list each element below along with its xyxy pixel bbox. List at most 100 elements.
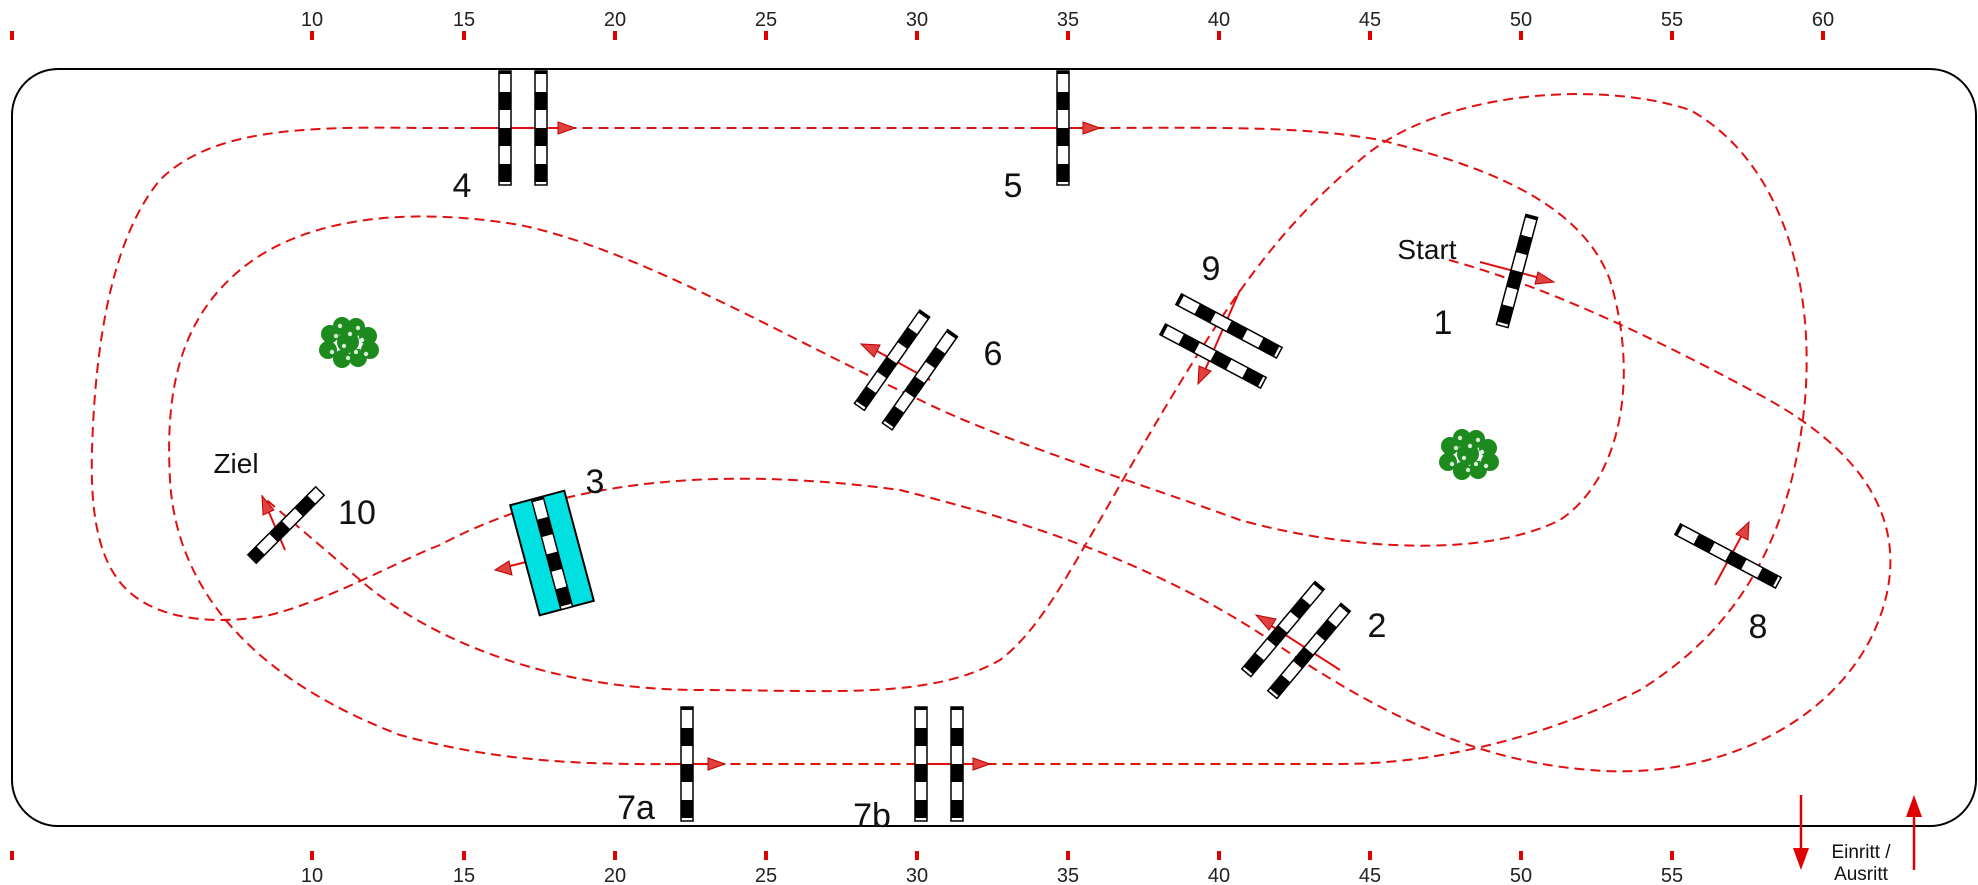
arrow-head: [493, 560, 513, 576]
ruler-tick: [1368, 31, 1372, 40]
down-arrow-icon: [1793, 848, 1809, 870]
arrow-head: [1735, 520, 1750, 541]
obstacle-3-water-jump: [508, 489, 596, 617]
entry-exit-label-line1: Einritt /: [1831, 842, 1891, 863]
obstacle-7a: [680, 706, 694, 822]
obstacle-number-7a: 7a: [617, 789, 655, 827]
obstacle-number-10: 10: [338, 494, 376, 532]
ruler-label: 45: [1359, 9, 1381, 31]
obstacle-number-2: 2: [1368, 607, 1387, 645]
obstacle-number-4: 4: [453, 167, 472, 205]
ruler-label: 40: [1208, 9, 1230, 31]
ruler-label: 30: [906, 9, 928, 31]
entry-exit-label-line2: Ausritt: [1834, 864, 1889, 885]
ruler-label: 25: [755, 9, 777, 31]
obstacle-number-1: 1: [1434, 304, 1453, 342]
arrow-head: [707, 757, 727, 771]
up-arrow-icon: [1906, 795, 1922, 817]
arrow-head: [859, 343, 881, 358]
bush-icon: [319, 317, 379, 368]
ruler-label: 40: [1208, 865, 1230, 885]
ruler-label: 60: [1812, 9, 1834, 31]
arrow-head: [1254, 614, 1277, 631]
jump-pole: [950, 706, 964, 822]
ruler-tick: [1519, 851, 1523, 860]
obstacle-number-9: 9: [1202, 250, 1221, 288]
arena-border: [11, 68, 1977, 827]
obstacle-number-6: 6: [984, 335, 1003, 373]
ruler-tick: [10, 851, 14, 860]
obstacle-number-3: 3: [586, 463, 605, 501]
ruler-label: 15: [453, 9, 475, 31]
course-track: [90, 93, 1892, 773]
ruler-label: 50: [1510, 9, 1532, 31]
ruler-tick: [1368, 851, 1372, 860]
ruler-label: 20: [604, 9, 626, 31]
jump-pole: [498, 70, 512, 186]
arrow-head: [557, 121, 577, 135]
jump-pole: [1056, 70, 1070, 186]
ruler-label: 55: [1661, 9, 1683, 31]
ruler-tick: [1066, 851, 1070, 860]
ruler-tick: [10, 31, 14, 40]
obstacle-6: [853, 309, 959, 431]
bush-icon: [1439, 429, 1499, 480]
ruler-label: 10: [301, 9, 323, 31]
ruler-label: 45: [1359, 865, 1381, 885]
ruler-tick: [1217, 851, 1221, 860]
jump-pole: [1240, 580, 1325, 678]
ruler-tick: [1821, 31, 1825, 40]
ruler-top: 10 15 20 25 30 35 40 45 50 55 60: [10, 9, 1834, 40]
obstacle-number-5: 5: [1004, 167, 1023, 205]
ruler-label: 10: [301, 865, 323, 885]
ruler-tick: [310, 851, 314, 860]
finish-label: Ziel: [213, 448, 258, 479]
start-label: Start: [1397, 234, 1456, 265]
ruler-tick: [462, 31, 466, 40]
obstacle-9: [1159, 293, 1283, 389]
jump-pole: [1495, 213, 1539, 329]
ruler-label: 15: [453, 865, 475, 885]
arrow-head: [1534, 271, 1556, 285]
obstacle-8: [1674, 523, 1782, 589]
ruler-tick: [1217, 31, 1221, 40]
ruler-tick: [613, 851, 617, 860]
arrow-head: [1197, 365, 1212, 386]
arrow-line: [1479, 261, 1541, 279]
obstacle-2: [1240, 580, 1352, 700]
ruler-label: 20: [604, 865, 626, 885]
ruler-tick: [310, 31, 314, 40]
jump-pole: [680, 706, 694, 822]
ruler-label: 30: [906, 865, 928, 885]
arrow-head: [261, 494, 275, 516]
ruler-label: 35: [1057, 9, 1079, 31]
ruler-tick: [1519, 31, 1523, 40]
obstacle-5: [1056, 70, 1070, 186]
ruler-tick: [764, 851, 768, 860]
jump-pole: [534, 70, 548, 186]
ruler-tick: [1066, 31, 1070, 40]
jump-pole: [853, 309, 931, 412]
ruler-label: 35: [1057, 865, 1079, 885]
jump-pole: [914, 706, 928, 822]
ruler-bottom: 10 15 20 25 30 35 40 45 50 55: [10, 851, 1683, 885]
ruler-tick: [915, 31, 919, 40]
arrow-head: [972, 757, 992, 771]
ruler-tick: [462, 851, 466, 860]
ruler-tick: [915, 851, 919, 860]
ruler-label: 50: [1510, 865, 1532, 885]
ruler-tick: [613, 31, 617, 40]
ruler-label: 55: [1661, 865, 1683, 885]
obstacle-number-8: 8: [1749, 608, 1768, 646]
obstacle-number-7b: 7b: [853, 797, 891, 835]
jump-pole: [881, 328, 959, 431]
jump-pole: [1674, 523, 1782, 589]
jump-pole: [246, 485, 326, 565]
obstacle-1: [1495, 213, 1539, 329]
arrow-head: [1082, 121, 1102, 135]
obstacle-10: [246, 485, 326, 565]
ruler-label: 25: [755, 865, 777, 885]
entry-exit: Einritt / Ausritt: [1793, 795, 1922, 885]
ruler-tick: [1670, 31, 1674, 40]
